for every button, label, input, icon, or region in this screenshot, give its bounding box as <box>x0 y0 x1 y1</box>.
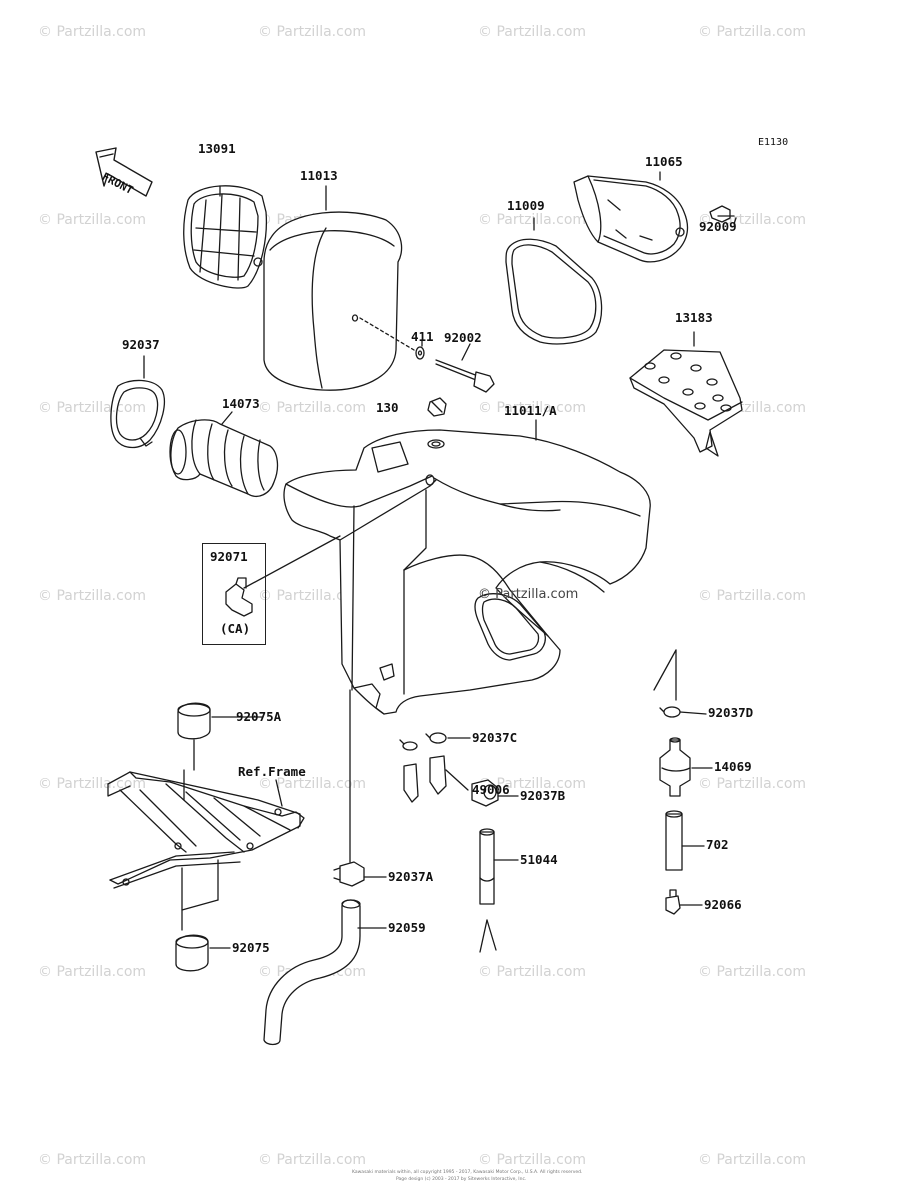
part-label-92075[interactable]: 92075 <box>232 940 270 955</box>
watermark: © Partzilla.com <box>698 1152 807 1168</box>
watermark: © Partzilla.com <box>478 212 587 228</box>
watermark: © Partzilla.com <box>38 24 147 40</box>
part-label-92037d[interactable]: 92037D <box>708 705 754 720</box>
part-label-92071[interactable]: 92071 <box>210 549 248 564</box>
rubber-bushing-lower <box>175 934 209 972</box>
air-cleaner-screen <box>183 185 268 289</box>
part-label-92059[interactable]: 92059 <box>388 920 426 935</box>
frame-reference <box>107 771 305 889</box>
part-label-92037c[interactable]: 92037C <box>472 730 518 745</box>
part-label-11065[interactable]: 11065 <box>645 154 683 169</box>
watermark: © Partzilla.com <box>698 776 807 792</box>
watermark: © Partzilla.com <box>698 24 807 40</box>
breather-tube <box>479 828 495 905</box>
part-label-702[interactable]: 702 <box>706 837 729 852</box>
watermark: © Partzilla.com <box>698 588 807 604</box>
watermark: © Partzilla.com <box>478 24 587 40</box>
part-label-92037b[interactable]: 92037B <box>520 788 566 803</box>
drain-plug <box>665 889 681 915</box>
diagram-code: E1130 <box>758 137 789 148</box>
nut <box>427 397 447 417</box>
part-label-11013[interactable]: 11013 <box>300 168 338 183</box>
part-label-92066[interactable]: 92066 <box>704 897 742 912</box>
hose-clamp-b <box>471 779 499 807</box>
air-filter-element <box>263 211 403 391</box>
fuel-hose <box>665 810 683 871</box>
part-label-92037a[interactable]: 92037A <box>388 869 434 884</box>
watermark: © Partzilla.com <box>258 588 367 604</box>
bolt <box>435 359 495 393</box>
washer <box>415 346 425 360</box>
part-label-ref-frame[interactable]: Ref.Frame <box>238 764 306 779</box>
watermark: © Partzilla.com <box>698 964 807 980</box>
watermark: © Partzilla.com <box>38 400 147 416</box>
part-label-13183[interactable]: 13183 <box>675 310 713 325</box>
watermark: © Partzilla.com <box>38 964 147 980</box>
watermark: © Partzilla.com <box>38 588 147 604</box>
watermark: © Partzilla.com <box>258 24 367 40</box>
drain-hose <box>263 899 361 1046</box>
part-label-14069[interactable]: 14069 <box>714 759 752 774</box>
hose-clamp <box>110 379 165 449</box>
hose-clamp-a <box>333 861 365 887</box>
watermark: © Partzilla.com <box>478 400 587 416</box>
center-watermark: © Partzilla.com <box>478 587 579 602</box>
part-label-92037[interactable]: 92037 <box>122 337 160 352</box>
gasket-ring <box>505 238 603 345</box>
part-label-14073[interactable]: 14073 <box>222 396 260 411</box>
part-label-11009[interactable]: 11009 <box>507 198 545 213</box>
part-label-411[interactable]: 411 <box>411 329 434 344</box>
front-arrow-icon <box>95 147 153 197</box>
watermark: © Partzilla.com <box>478 1152 587 1168</box>
copyright-line: Kawasaki materials within, all copyright… <box>352 1170 583 1175</box>
watermark: © Partzilla.com <box>258 776 367 792</box>
intake-duct <box>169 419 279 497</box>
air-cleaner-cover <box>573 175 689 263</box>
clip-d <box>659 706 681 718</box>
part-label-130[interactable]: 130 <box>376 400 399 415</box>
watermark: © Partzilla.com <box>38 212 147 228</box>
watermark: © Partzilla.com <box>38 1152 147 1168</box>
small-clamp <box>399 732 447 751</box>
part-label-92075a[interactable]: 92075A <box>236 709 282 724</box>
copyright-line: Page design (c) 2003 - 2017 by Sitewerks… <box>396 1177 527 1182</box>
part-label-92002[interactable]: 92002 <box>444 330 482 345</box>
part-label-49006[interactable]: 49006 <box>472 782 510 797</box>
mounting-bracket <box>629 349 743 457</box>
watermark: © Partzilla.com <box>478 964 587 980</box>
part-label-51044[interactable]: 51044 <box>520 852 558 867</box>
watermark: © Partzilla.com <box>478 776 587 792</box>
part-label-92009[interactable]: 92009 <box>699 219 737 234</box>
part-label-13091[interactable]: 13091 <box>198 141 236 156</box>
rubber-bushing <box>177 702 211 740</box>
part-label-ca: (CA) <box>220 621 251 636</box>
screw <box>709 205 735 223</box>
watermark: © Partzilla.com <box>258 1152 367 1168</box>
fuel-filter <box>659 737 691 797</box>
ca-inset-box <box>202 543 266 645</box>
part-label-11011a[interactable]: 11011/A <box>504 403 557 418</box>
elbow-fitting <box>225 577 253 617</box>
air-cleaner-case <box>283 429 651 715</box>
drain-cap <box>403 755 447 803</box>
watermark: © Partzilla.com <box>258 400 367 416</box>
watermark: © Partzilla.com <box>38 776 147 792</box>
